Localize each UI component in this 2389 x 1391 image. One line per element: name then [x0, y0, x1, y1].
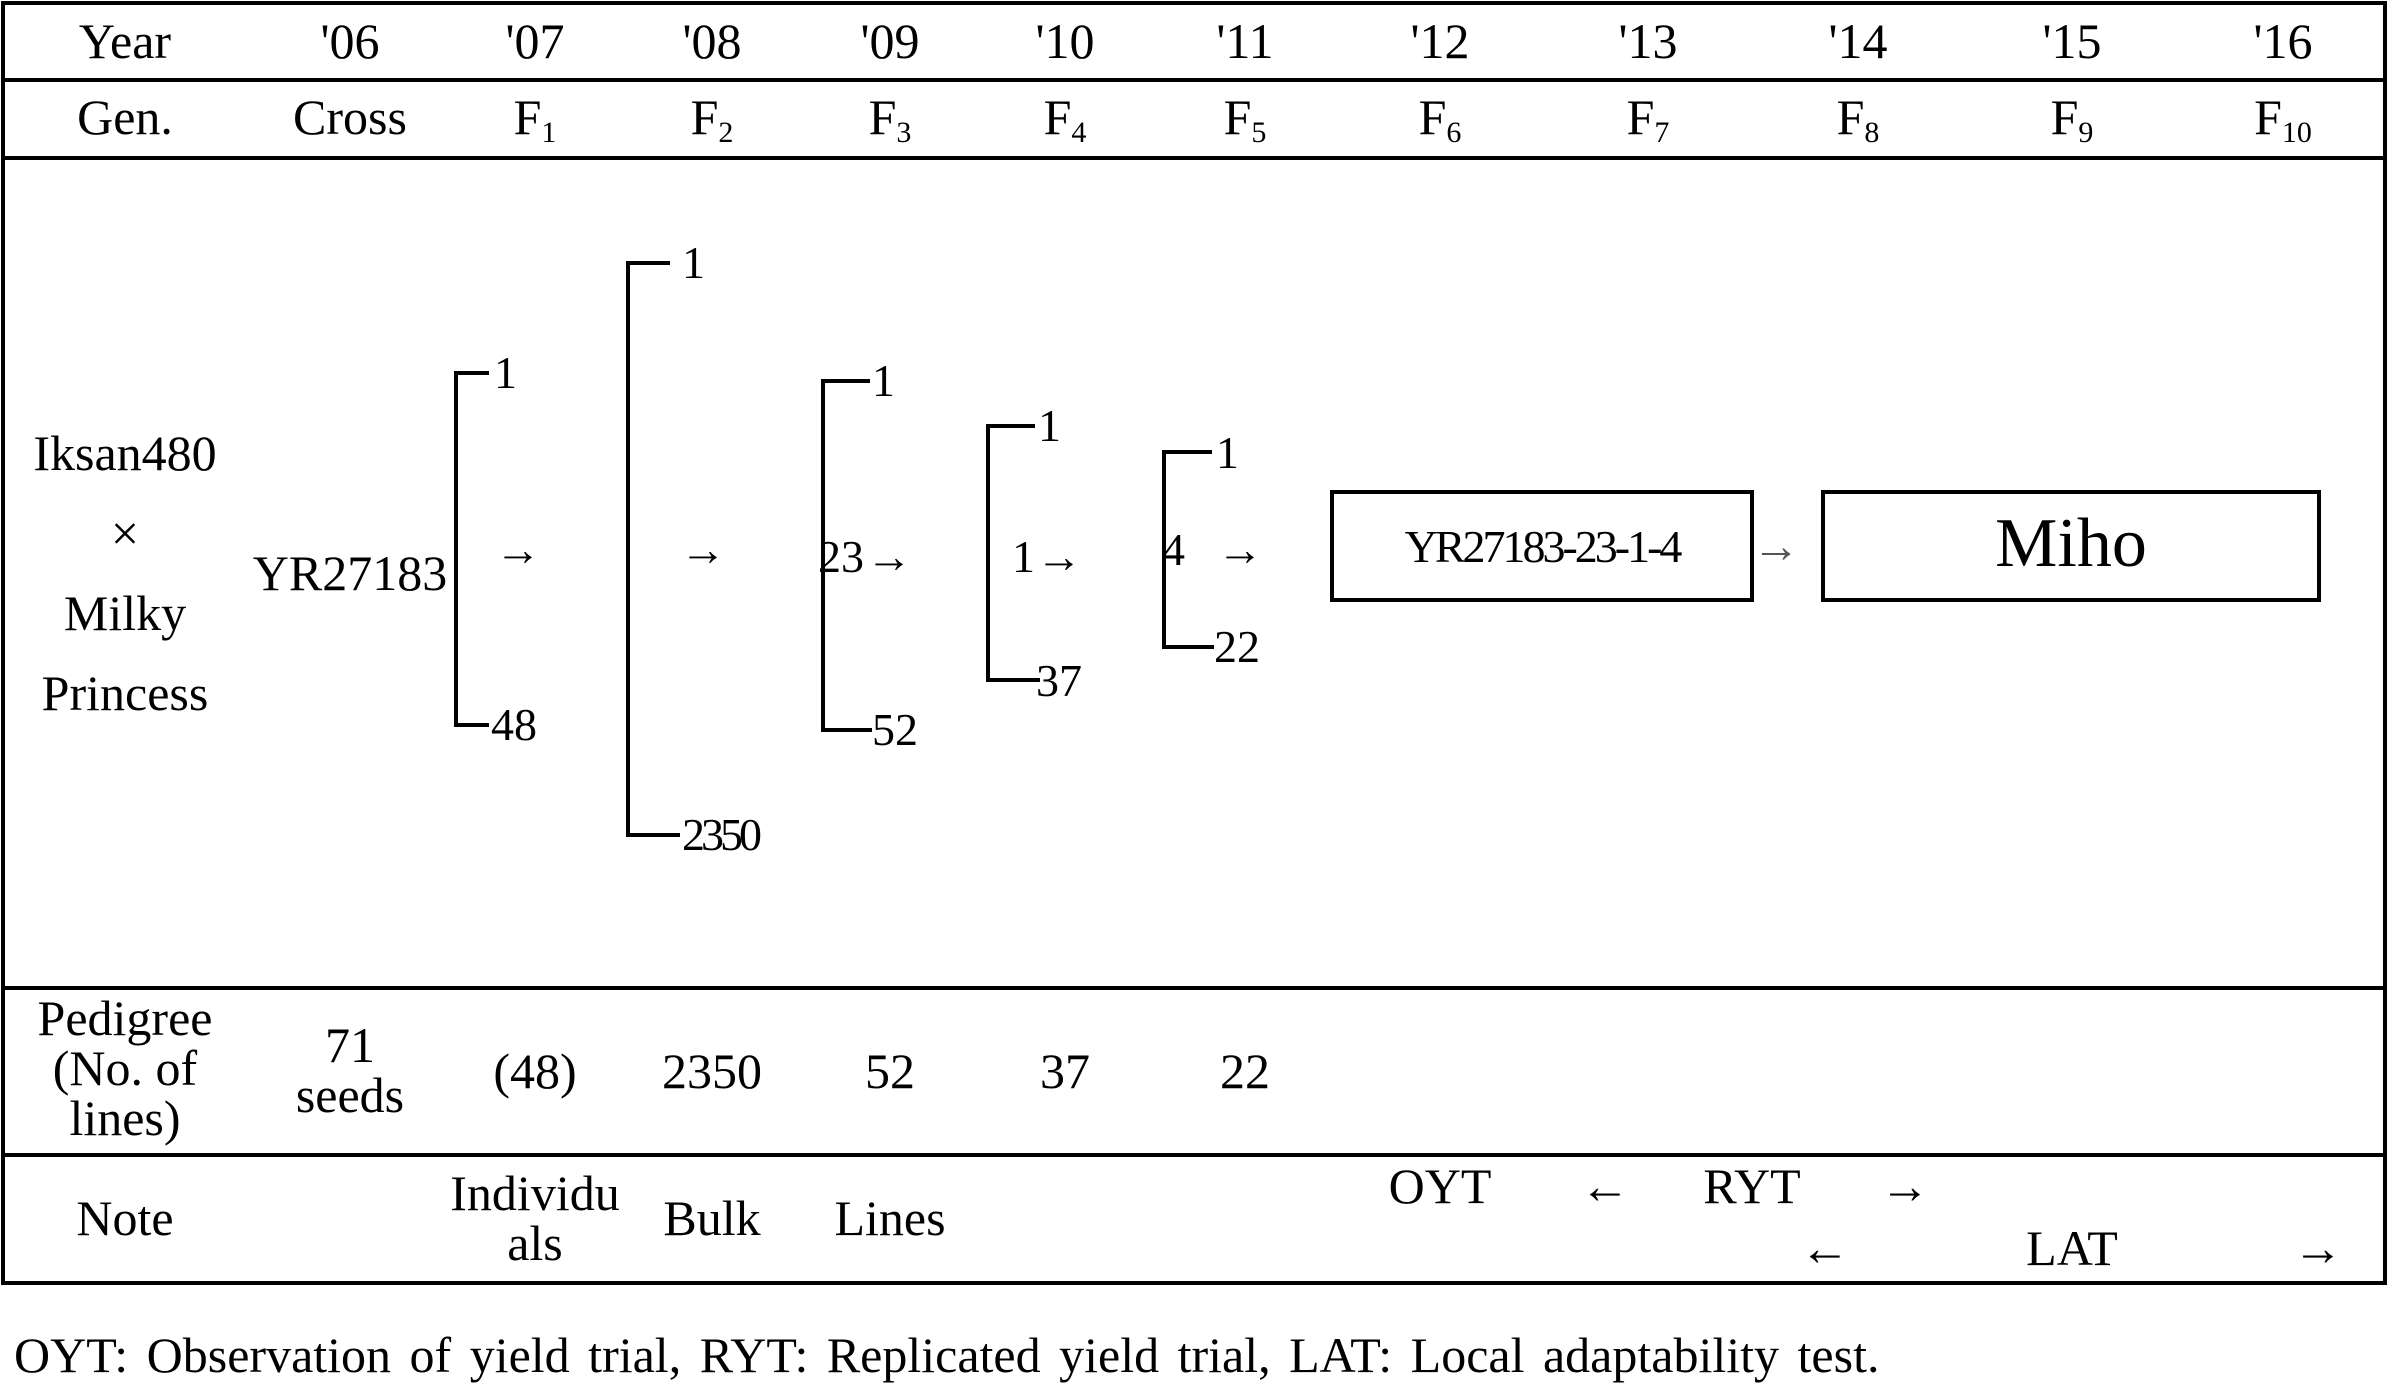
- bracket-top-label: 1: [872, 355, 895, 406]
- year-cell: '13: [1618, 13, 1677, 69]
- note-lat: LAT: [2026, 1220, 2118, 1276]
- note-lat-arrow-right: →: [2293, 1220, 2343, 1276]
- bracket-mid-label: 4: [1162, 524, 1185, 575]
- year-cell: '09: [860, 13, 919, 69]
- note-individuals-line-1: Individu: [450, 1165, 619, 1221]
- gen-cell: F3: [869, 89, 912, 149]
- year-label: Year: [79, 13, 171, 69]
- bracket-mid-label: 23: [818, 531, 864, 582]
- bracket-bottom-label: 48: [491, 699, 537, 750]
- selected-line-label: YR27183-23-1-4: [1405, 521, 1683, 572]
- pedigree-cross-line-2: seeds: [296, 1067, 404, 1123]
- year-cell: '12: [1410, 13, 1469, 69]
- note-label: Note: [76, 1190, 173, 1246]
- year-cell: '07: [505, 13, 564, 69]
- pedigree-row: Pedigree (No. of lines) 71 seeds (48) 23…: [38, 990, 1270, 1146]
- note-lat-arrow-left: ←: [1800, 1220, 1850, 1276]
- bracket-f3: [821, 379, 872, 732]
- variety-name: Miho: [1995, 505, 2147, 582]
- pedigree-label-line-2: (No. of: [53, 1040, 198, 1096]
- arrow-f2: →: [680, 524, 726, 575]
- cross-name: YR27183: [253, 545, 447, 601]
- gen-cell: F5: [1224, 89, 1267, 149]
- table-frame: [1, 1, 2387, 1285]
- note-row: Note Individu als Bulk Lines OYT ← RYT →…: [76, 1158, 2343, 1276]
- arrow-f5: →: [1217, 524, 1263, 575]
- gen-label: Gen.: [77, 89, 173, 145]
- gen-cell: F4: [1044, 89, 1087, 149]
- year-cell: '11: [1216, 13, 1273, 69]
- arrow-f4: →: [1036, 531, 1082, 582]
- bracket-bottom-label: 37: [1036, 655, 1082, 706]
- bracket-bottom-label: 52: [872, 704, 918, 755]
- gen-cell: F7: [1627, 89, 1670, 149]
- selected-line-box: [1330, 490, 1754, 602]
- bracket-top-label: 1: [494, 347, 517, 398]
- year-cell: '06: [320, 13, 379, 69]
- year-cell: '16: [2253, 13, 2312, 69]
- note-ryt-arrow-right: →: [1880, 1158, 1930, 1214]
- bracket-f4: [986, 424, 1040, 682]
- note-oyt: OYT: [1389, 1158, 1492, 1214]
- note-individuals-line-2: als: [507, 1215, 563, 1271]
- pedigree-value: 2350: [662, 1043, 762, 1099]
- arrow-f3: →: [866, 531, 912, 582]
- note-ryt: RYT: [1703, 1158, 1800, 1214]
- bracket-top-label: 1: [1038, 400, 1061, 451]
- note-bulk: Bulk: [663, 1190, 760, 1246]
- note-oyt-arrow-left: ←: [1580, 1158, 1630, 1214]
- note-lines: Lines: [834, 1190, 945, 1246]
- variety-box: [1821, 490, 2321, 602]
- bracket-f1: [454, 371, 489, 727]
- pedigree-value: 37: [1040, 1043, 1090, 1099]
- pedigree-label-line-1: Pedigree: [38, 990, 213, 1046]
- generation-row: Gen. Cross F1 F2 F3 F4 F5 F6 F7 F8 F9 F1…: [77, 89, 2312, 149]
- bracket-bottom-label: 2350: [682, 809, 761, 860]
- year-cell: '08: [682, 13, 741, 69]
- bracket-top-label: 1: [1216, 427, 1239, 478]
- selection-brackets: 1 48 → 1 2350 → 1 52 23 → 1 37 1 → 1 22 …: [454, 237, 1263, 860]
- gen-cell: F6: [1419, 89, 1462, 149]
- year-cell: '10: [1035, 13, 1094, 69]
- figure-caption: OYT: Observation of yield trial, RYT: Re…: [14, 1327, 1880, 1383]
- breeding-pedigree-diagram: Year '06 '07 '08 '09 '10 '11 '12 '13 '14…: [1, 1, 2387, 1285]
- pedigree-value: (48): [493, 1043, 576, 1099]
- bracket-f5: [1162, 450, 1214, 649]
- pedigree-value: 52: [865, 1043, 915, 1099]
- bracket-top-label: 1: [682, 237, 705, 288]
- parent-2-line-1: Milky: [64, 585, 186, 641]
- cross-symbol: ×: [111, 505, 139, 561]
- arrow-f1: →: [495, 524, 541, 575]
- gen-cell: F9: [2051, 89, 2094, 149]
- bracket-mid-label: 1: [1012, 531, 1035, 582]
- parent-1: Iksan480: [33, 425, 216, 481]
- gen-cell: F1: [514, 89, 557, 149]
- pedigree-value: 22: [1220, 1043, 1270, 1099]
- parent-2-line-2: Princess: [42, 665, 209, 721]
- gen-cell: F8: [1837, 89, 1880, 149]
- arrow-to-variety: →: [1752, 520, 1800, 573]
- bracket-bottom-label: 22: [1214, 621, 1260, 672]
- year-cell: '15: [2042, 13, 2101, 69]
- gen-cell: Cross: [293, 89, 407, 145]
- year-cell: '14: [1828, 13, 1887, 69]
- gen-cell: F10: [2254, 89, 2312, 149]
- year-row: Year '06 '07 '08 '09 '10 '11 '12 '13 '14…: [79, 13, 2313, 69]
- pedigree-cross-line-1: 71: [325, 1017, 375, 1073]
- cross-parents: Iksan480 × Milky Princess YR27183: [33, 425, 447, 721]
- pedigree-label-line-3: lines): [69, 1090, 180, 1146]
- bracket-f2: [626, 261, 680, 837]
- final-selection: YR27183-23-1-4 → Miho: [1330, 490, 2321, 602]
- gen-cell: F2: [691, 89, 734, 149]
